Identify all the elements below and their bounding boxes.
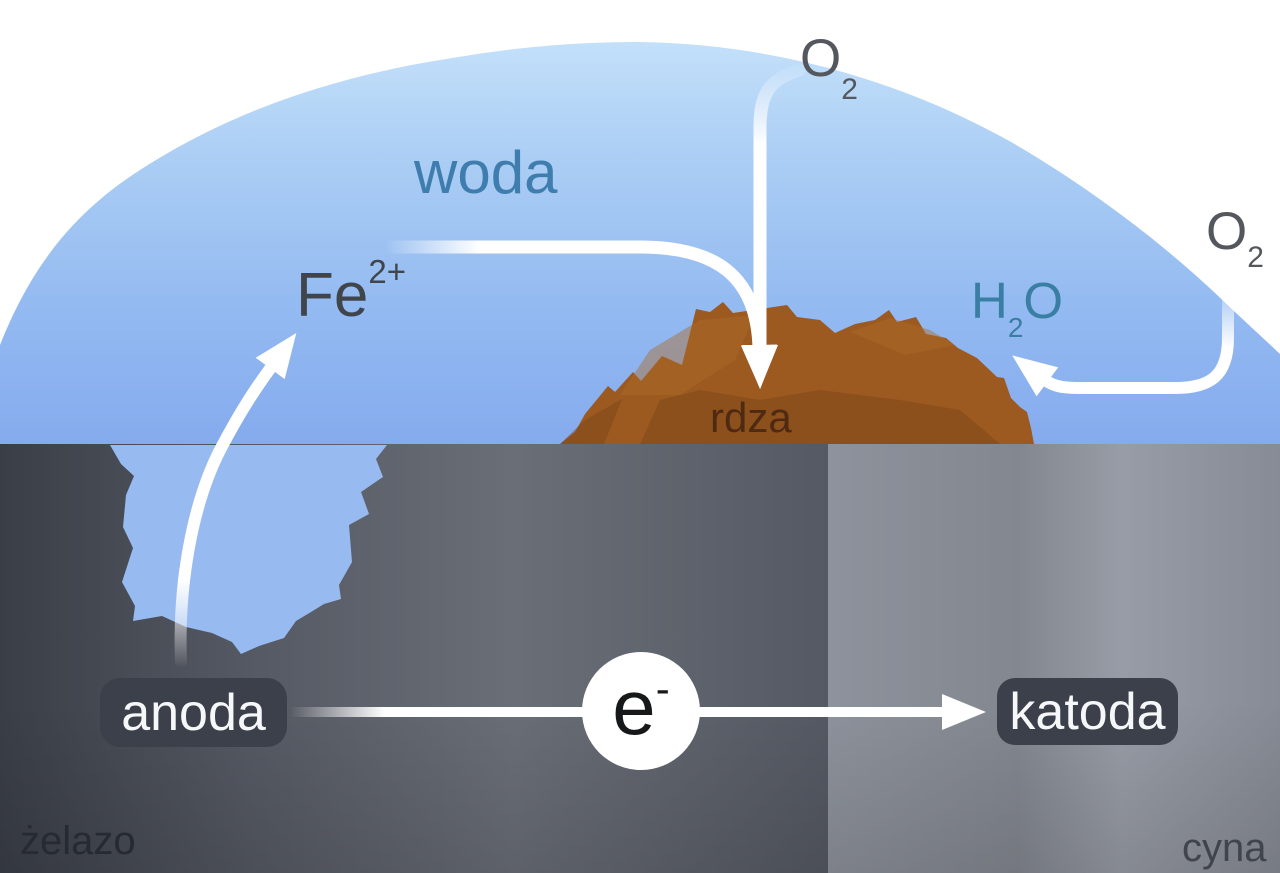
- water-label: woda: [414, 139, 558, 206]
- h2o-label: H 2 O: [971, 272, 1064, 343]
- rust-label: rdza: [710, 394, 792, 441]
- oxygen-down-arrow: [742, 63, 806, 389]
- oxygen-top-label: O 2: [800, 29, 858, 106]
- electron-label: e -: [612, 663, 670, 751]
- tin-label: cyna: [1182, 826, 1267, 870]
- cathode-label: katoda: [1009, 682, 1166, 741]
- anode-label: anoda: [121, 683, 266, 742]
- fe-ion-label: Fe 2+: [296, 253, 406, 330]
- fe-ion-arrow: [174, 332, 297, 668]
- rust-deposit: [560, 302, 1034, 444]
- oxygen-right-label: O 2: [1206, 202, 1264, 274]
- cathode-label-box: katoda: [997, 678, 1178, 745]
- oxygen-to-water-arrow: [1012, 278, 1234, 397]
- anode-label-box: anoda: [100, 678, 287, 747]
- iron-label: żelazo: [20, 819, 136, 863]
- electron-circle: [582, 652, 700, 770]
